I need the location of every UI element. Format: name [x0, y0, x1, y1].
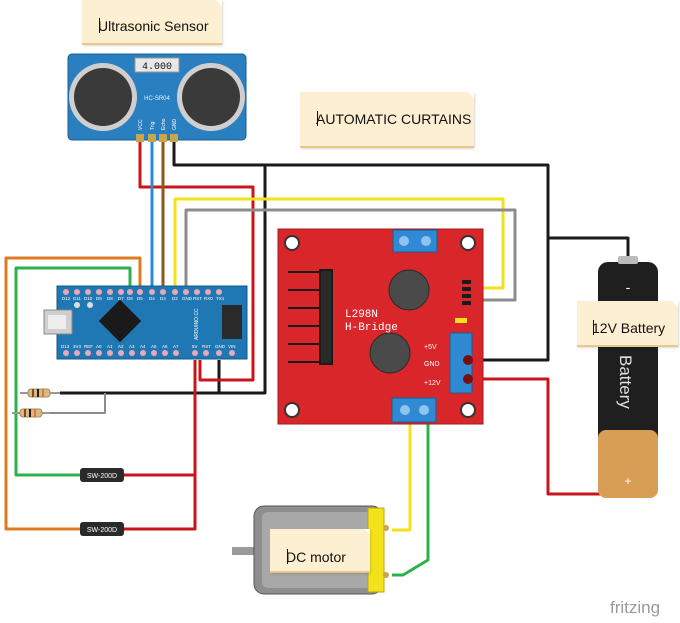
- arduino-bottom-labels: D13 3V3 REF A0 A1 A2 A3 A4 A5 A6 A7 5V R…: [61, 344, 236, 349]
- pin-label: A5: [151, 344, 157, 349]
- pin-label: A6: [162, 344, 168, 349]
- sensor-pin-echo: Echo: [161, 118, 167, 130]
- pin-label: RST: [202, 344, 211, 349]
- note-battery-text: 12V Battery: [592, 320, 666, 336]
- tilt-switch-top: SW-200D: [80, 468, 124, 482]
- pin-label: A3: [129, 344, 135, 349]
- tilt-switch-bottom: SW-200D: [80, 522, 124, 536]
- heatsink: [288, 269, 333, 365]
- battery-pos: +: [624, 474, 631, 488]
- wire-yellow-control: [173, 197, 505, 294]
- wire-gray-control: [184, 208, 517, 302]
- note-motor-text: DC motor: [286, 549, 346, 565]
- pin-label: D4: [149, 296, 155, 301]
- note-ultrasonic-sensor: Ultrasonic Sensor: [82, 0, 222, 45]
- control-pins: [455, 280, 471, 323]
- pin-label: D11: [73, 296, 81, 301]
- battery-12v: Battery - +: [598, 256, 658, 498]
- switch-label: SW-200D: [87, 473, 117, 480]
- pin-label: RX0: [204, 296, 213, 301]
- pin-label: GND: [182, 296, 193, 301]
- terminal-gnd: GND: [424, 361, 440, 368]
- pin-label: D12: [62, 296, 71, 301]
- arduino-top-labels: D12 D11 D10 D9 D8 D7 D6 D5 D4 D3 D2 GND …: [62, 296, 225, 301]
- note-ultrasonic-text: Ultrasonic Sensor: [98, 18, 209, 34]
- pin-label: D8: [107, 296, 113, 301]
- pin-label: D7: [118, 296, 124, 301]
- sensor-pins: [136, 134, 178, 142]
- pin-label: A2: [118, 344, 124, 349]
- sensor-pin-gnd: GND: [172, 119, 178, 131]
- pin-label: RST: [193, 296, 202, 301]
- pin-label: D13: [61, 344, 70, 349]
- wire-black-gnd-top: [172, 140, 630, 262]
- wire-red-vcc: [138, 140, 255, 382]
- pin-label: TX1: [216, 296, 225, 301]
- arduino-name: ARDUINO.CC: [194, 308, 200, 340]
- pin-label: REF: [84, 344, 93, 349]
- wire-orange-switch: [4, 256, 142, 531]
- fritzing-watermark: fritzing: [610, 598, 660, 617]
- l298n-driver: L298N H-Bridge +5V GND +12V: [277, 228, 484, 425]
- driver-name: H-Bridge: [345, 322, 398, 334]
- ultrasonic-sensor: 4.000 HC-SR04 VCC Trig Echo GND: [67, 53, 247, 142]
- pin-label: D9: [96, 296, 102, 301]
- note-battery: 12V Battery: [577, 301, 678, 347]
- sensor-pin-trig: Trig: [150, 121, 156, 130]
- pin-label: A4: [140, 344, 146, 349]
- wire-green-motor: [392, 420, 430, 577]
- pin-label: A1: [107, 344, 113, 349]
- sensor-display: 4.000: [142, 62, 172, 73]
- pin-label: D5: [137, 296, 143, 301]
- terminal-5v: +5V: [424, 344, 437, 351]
- pin-label: D10: [84, 296, 93, 301]
- arduino-top-pins: [63, 289, 222, 295]
- wires: [4, 140, 630, 577]
- arduino-bottom-pins: [63, 350, 235, 356]
- battery-label: Battery: [616, 355, 635, 409]
- sensor-model: HC-SR04: [144, 96, 170, 102]
- pin-label: D6: [127, 296, 133, 301]
- pin-label: 5V: [192, 344, 198, 349]
- battery-neg: -: [626, 279, 631, 295]
- wire-red-switch-bottom: [120, 475, 197, 531]
- pin-label: D2: [172, 296, 178, 301]
- note-dc-motor: DC motor: [270, 529, 370, 573]
- pin-label: A7: [173, 344, 179, 349]
- pin-label: A0: [96, 344, 102, 349]
- resistors: [12, 388, 60, 418]
- wire-gray-resistor: [45, 393, 106, 414]
- pin-label: GND: [215, 344, 226, 349]
- arduino-nano: ARDUINO.CC D12 D11 D10 D9 D8 D7 D6 D5 D4…: [43, 285, 248, 360]
- pin-label: D3: [160, 296, 166, 301]
- sensor-pin-vcc: VCC: [138, 119, 144, 130]
- driver-chip: L298N: [345, 309, 378, 321]
- note-title-text: AUTOMATIC CURTAINS: [316, 111, 472, 127]
- wire-yellow-motor: [392, 420, 412, 532]
- wire-black-driver-gnd: [468, 238, 550, 362]
- note-title: AUTOMATIC CURTAINS: [300, 92, 474, 148]
- pin-label: 3V3: [73, 344, 82, 349]
- wire-red-switch-top: [120, 360, 197, 477]
- pin-label: VIN: [228, 344, 236, 349]
- wire-green-switch: [14, 266, 132, 477]
- switch-label: SW-200D: [87, 527, 117, 534]
- terminal-12v: +12V: [424, 380, 441, 387]
